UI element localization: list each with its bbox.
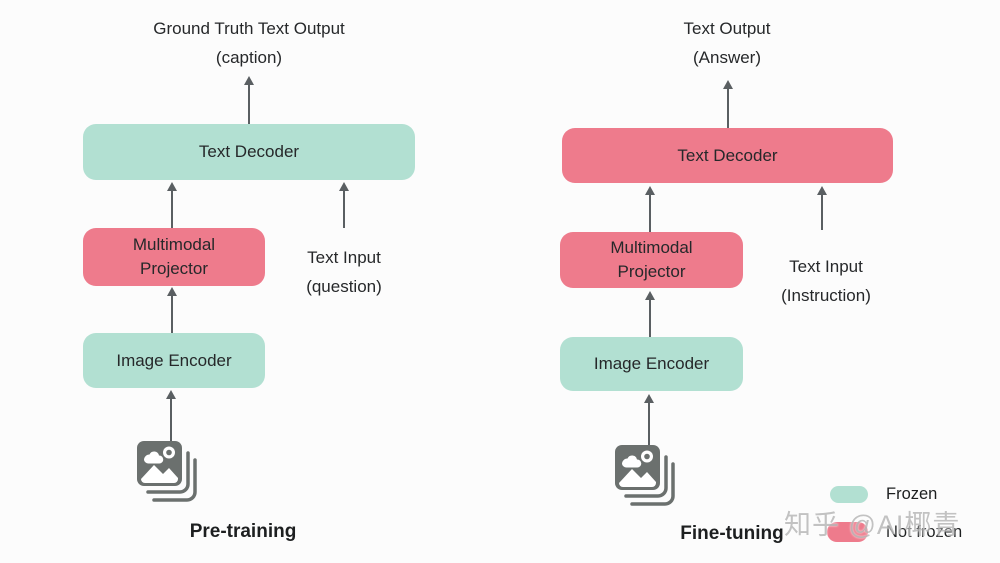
arrow-encoder-to-projector-left bbox=[167, 287, 177, 333]
finetuning-output-label: Text Output (Answer) bbox=[537, 14, 917, 72]
arrow-decoder-to-output-left bbox=[244, 76, 254, 124]
arrow-encoder-to-projector-right bbox=[645, 291, 655, 337]
arrow-images-to-encoder-left bbox=[166, 390, 176, 441]
legend-not-frozen-label: Not frozen bbox=[886, 523, 963, 541]
pretraining-projector-line1: Multimodal bbox=[132, 235, 216, 254]
finetuning-image-encoder-label: Image Encoder bbox=[593, 354, 710, 373]
finetuning-output-line2: (Answer) bbox=[692, 48, 761, 67]
arrow-projector-to-decoder-left bbox=[167, 182, 177, 228]
finetuning-image-encoder-box: Image Encoder bbox=[560, 337, 743, 391]
finetuning-text-input-line2: (Instruction) bbox=[781, 286, 871, 305]
pretraining-text-input-label: Text Input (question) bbox=[244, 243, 444, 301]
pretraining-output-line2: (caption) bbox=[215, 48, 283, 67]
arrow-textinput-to-decoder-right bbox=[817, 186, 827, 230]
finetuning-projector-line2: Projector bbox=[617, 262, 686, 281]
pretraining-multimodal-projector-box: Multimodal Projector bbox=[83, 228, 265, 286]
finetuning-stage-label: Fine-tuning bbox=[680, 523, 784, 544]
finetuning-text-decoder-label: Text Decoder bbox=[677, 145, 778, 165]
pretraining-text-decoder-label: Text Decoder bbox=[198, 142, 300, 161]
arrow-textinput-to-decoder-left bbox=[339, 182, 349, 228]
pretraining-stage-label: Pre-training bbox=[189, 521, 297, 542]
arrow-decoder-to-output-right bbox=[723, 80, 733, 128]
finetuning-projector-line1: Multimodal bbox=[610, 238, 693, 257]
pretraining-text-input-line1: Text Input bbox=[307, 248, 381, 267]
images-stack-icon bbox=[615, 445, 675, 506]
arrow-images-to-encoder-right bbox=[644, 394, 654, 445]
finetuning-text-input-label: Text Input (Instruction) bbox=[724, 252, 928, 310]
finetuning-text-decoder-box: Text Decoder bbox=[562, 128, 893, 183]
pretraining-text-input-line2: (question) bbox=[306, 277, 382, 296]
pretraining-output-label: Ground Truth Text Output (caption) bbox=[59, 14, 439, 72]
pretraining-output-line1: Ground Truth Text Output bbox=[153, 19, 345, 38]
images-stack-icon bbox=[137, 441, 197, 502]
finetuning-output-line1: Text Output bbox=[683, 19, 771, 38]
pretraining-image-encoder-box: Image Encoder bbox=[83, 333, 265, 388]
pretraining-image-encoder-label: Image Encoder bbox=[116, 350, 232, 370]
finetuning-text-input-line1: Text Input bbox=[789, 257, 863, 276]
finetuning-multimodal-projector-box: Multimodal Projector bbox=[560, 232, 743, 288]
pretraining-projector-line2: Projector bbox=[139, 259, 209, 278]
legend-not-frozen-swatch bbox=[827, 522, 868, 542]
pretraining-text-decoder-box: Text Decoder bbox=[83, 124, 415, 180]
legend-frozen-label: Frozen bbox=[886, 485, 938, 503]
legend-frozen-swatch bbox=[830, 486, 868, 503]
arrow-projector-to-decoder-right bbox=[645, 186, 655, 232]
